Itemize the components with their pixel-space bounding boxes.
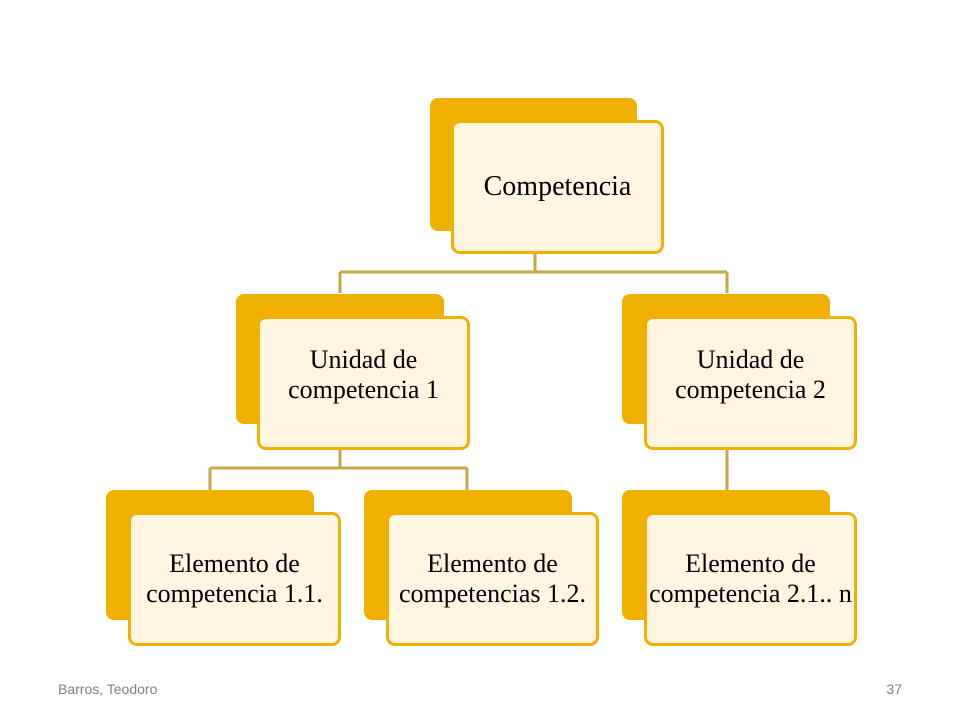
node-unidad-competencia-2: Unidad de competencia 2 [622,294,858,450]
node-elemento-2-1: Elemento de competencia 2.1.. n [622,490,858,646]
node-elemento-2-1-label: Elemento de competencia 2.1.. n [649,549,852,608]
node-elemento-1-1-label: Elemento de competencia 1.1. [146,549,323,608]
page-number: 37 [886,681,902,697]
node-unidad-competencia-2-label: Unidad de competencia 2 [675,345,826,404]
node-elemento-1-2: Elemento de competencias 1.2. [364,490,600,646]
node-competencia: Competencia [430,98,665,255]
node-unidad-competencia-1: Unidad de competencia 1 [236,294,470,450]
node-unidad-competencia-1-label: Unidad de competencia 1 [288,345,439,404]
connector-unit1-elements [208,448,469,490]
node-competencia-label: Competencia [483,170,632,202]
node-elemento-1-2-label: Elemento de competencias 1.2. [399,549,586,608]
footer-author: Barros, Teodoro [58,681,158,697]
connector-root-units [338,250,729,293]
node-elemento-1-1: Elemento de competencia 1.1. [106,490,342,646]
